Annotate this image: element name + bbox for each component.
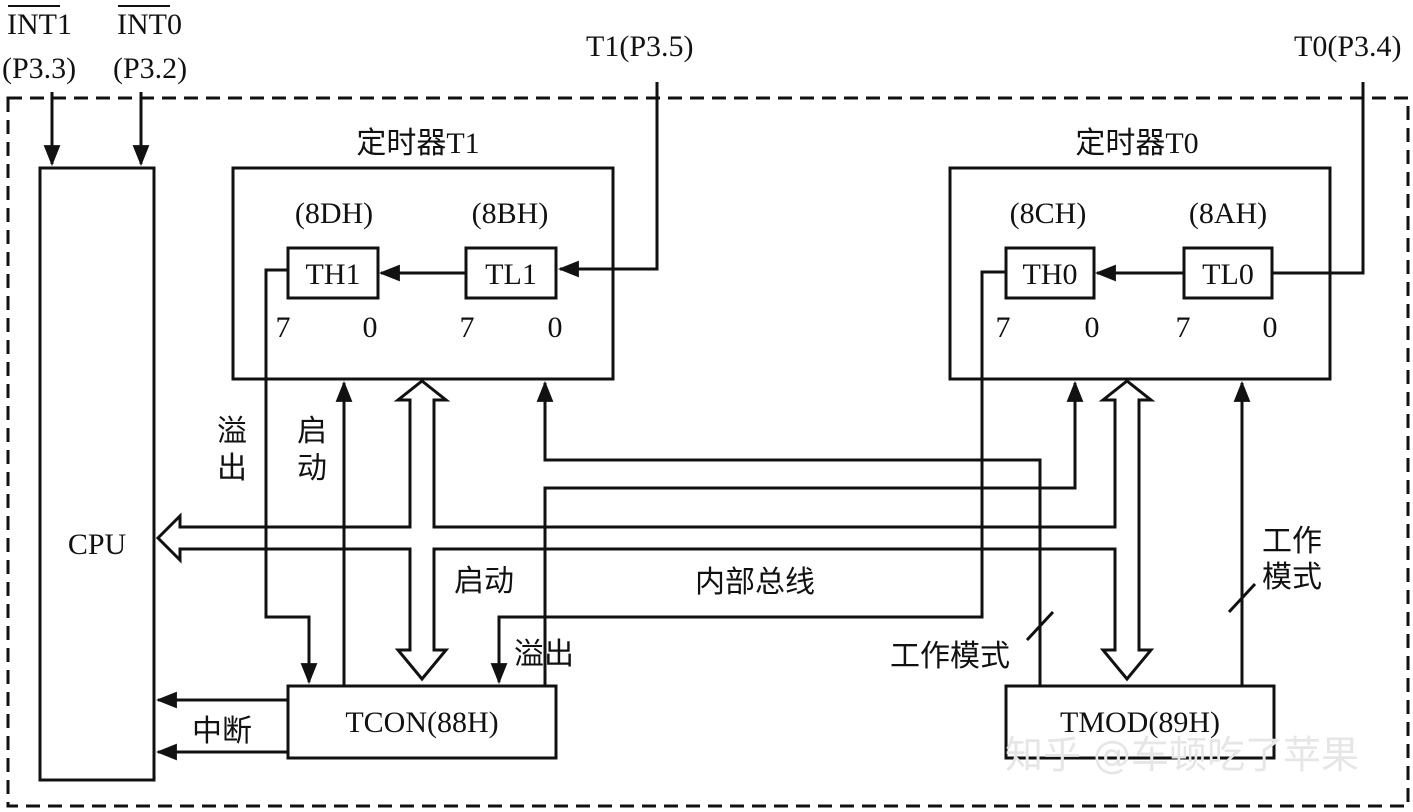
th0-lsb: 0	[1085, 311, 1100, 344]
t1-mode-slash	[1025, 610, 1055, 642]
th1-address: (8DH)	[295, 197, 373, 230]
int1-port-label: (P3.3)	[2, 52, 76, 85]
t1-start-label-1: 启	[297, 415, 327, 448]
th0-label: TH0	[1023, 258, 1078, 291]
t1-overflow-label-2: 出	[217, 452, 247, 485]
chip-boundary	[6, 96, 1410, 808]
tcon-label: TCON(88H)	[345, 706, 498, 739]
t1-mode-wire	[536, 380, 1042, 686]
tmod-label: TMOD(89H)	[1060, 706, 1220, 739]
t0-overflow-wire	[490, 270, 1006, 685]
int1-label: INT1	[7, 8, 72, 41]
tmod-block	[1004, 684, 1276, 760]
th1-register	[286, 246, 380, 300]
tl0-address: (8AH)	[1189, 197, 1267, 230]
th0-register	[1004, 246, 1096, 300]
cpu-label: CPU	[68, 528, 127, 561]
th1-label: TH1	[306, 258, 361, 291]
t0-start-bus-label: 启动	[454, 565, 514, 598]
t1-input-label: T1(P3.5)	[586, 30, 694, 63]
cpu-block	[38, 166, 156, 782]
internal-bus	[155, 379, 1156, 682]
th0-address: (8CH)	[1010, 197, 1087, 230]
timer1-title: 定时器T1	[356, 127, 479, 160]
t1-input-wire	[557, 82, 659, 278]
t1-mode-label: 工作模式	[890, 640, 1010, 673]
internal-bus-label: 内部总线	[695, 566, 815, 599]
tl0-lsb: 0	[1263, 311, 1278, 344]
t1-start-label-2: 动	[297, 452, 327, 485]
interrupt-label: 中断	[192, 715, 252, 748]
th1-msb: 7	[276, 311, 291, 344]
t0-overflow-label: 溢出	[514, 638, 574, 671]
tl0-msb: 7	[1176, 311, 1191, 344]
th0-msb: 7	[996, 311, 1011, 344]
th1-lsb: 0	[363, 311, 378, 344]
tl0-register	[1182, 246, 1274, 300]
t1-overflow-label-1: 溢	[217, 415, 247, 448]
timer0-title: 定时器T0	[1075, 127, 1198, 160]
int0-label: INT0	[117, 8, 182, 41]
t0-mode-label-1: 工作	[1262, 525, 1322, 558]
tl1-label: TL1	[485, 258, 537, 291]
int0-port-label: (P3.2)	[113, 52, 187, 85]
t0-input-label: T0(P3.4)	[1294, 30, 1402, 63]
tl1-msb: 7	[460, 311, 475, 344]
watermark: 知乎 @车顿吃了苹果	[1005, 733, 1359, 777]
t0-input-wire	[1272, 82, 1365, 275]
t0-mode-slash	[1227, 582, 1257, 614]
t0-start-wire	[543, 380, 1084, 686]
t1-overflow-wire	[264, 268, 318, 685]
tl0-label: TL0	[1202, 258, 1254, 291]
tl1-lsb: 0	[548, 311, 563, 344]
tl1-address: (8BH)	[472, 197, 549, 230]
t0-mode-label-2: 模式	[1262, 561, 1322, 594]
tcon-block	[286, 684, 558, 760]
